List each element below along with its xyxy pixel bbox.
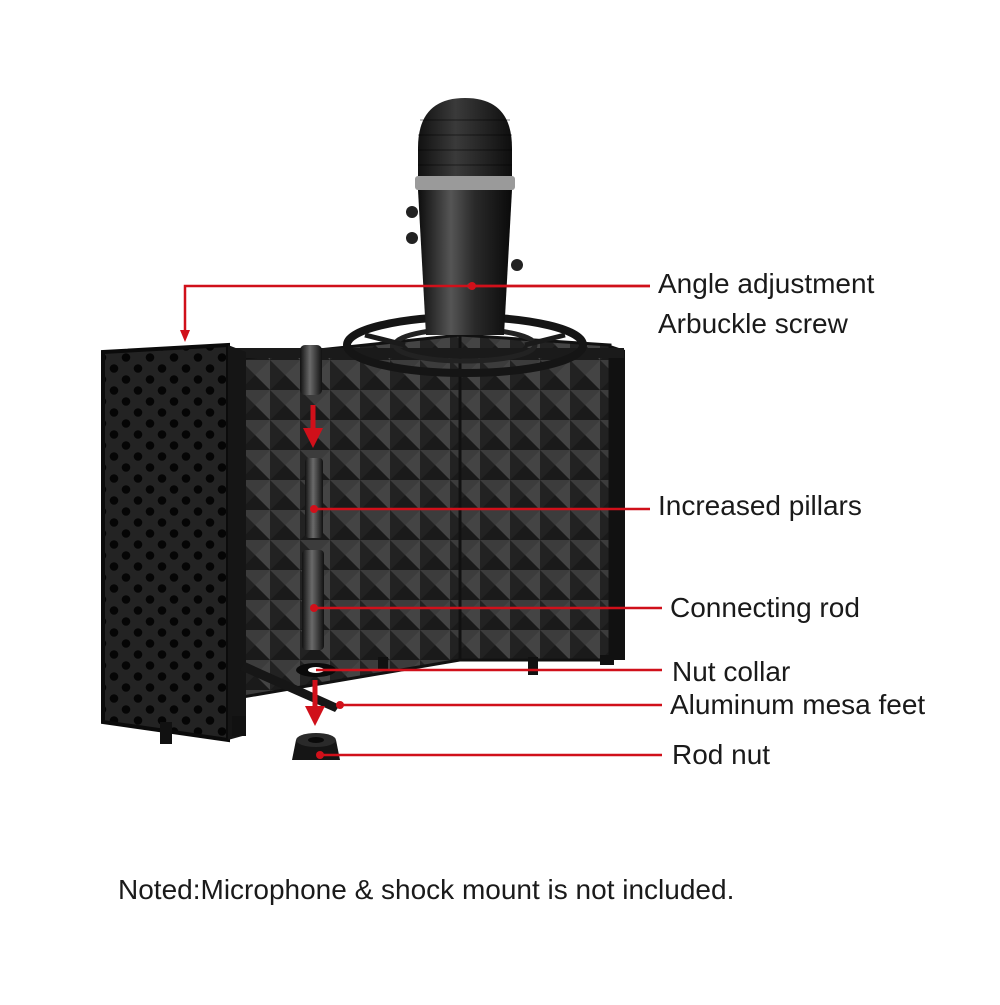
callout-dots <box>310 282 476 759</box>
label-angle-adjustment: Angle adjustment <box>658 268 875 299</box>
callout-lines <box>180 284 662 757</box>
label-nut-collar: Nut collar <box>672 656 791 687</box>
microphone <box>406 98 523 335</box>
label-rod-nut: Rod nut <box>672 739 771 770</box>
label-aluminum-mesa-feet: Aluminum mesa feet <box>670 689 926 720</box>
label-connecting-rod: Connecting rod <box>670 592 860 623</box>
foam-shield-panels <box>223 333 625 702</box>
label-increased-pillars: Increased pillars <box>658 490 862 521</box>
label-arbuckle-screw: Arbuckle screw <box>658 308 848 339</box>
perforated-side-panel <box>101 342 246 744</box>
assembly-arrows <box>303 405 325 726</box>
disclaimer-note: Noted:Microphone & shock mount is not in… <box>118 874 735 905</box>
pillar-assembly <box>292 345 340 760</box>
